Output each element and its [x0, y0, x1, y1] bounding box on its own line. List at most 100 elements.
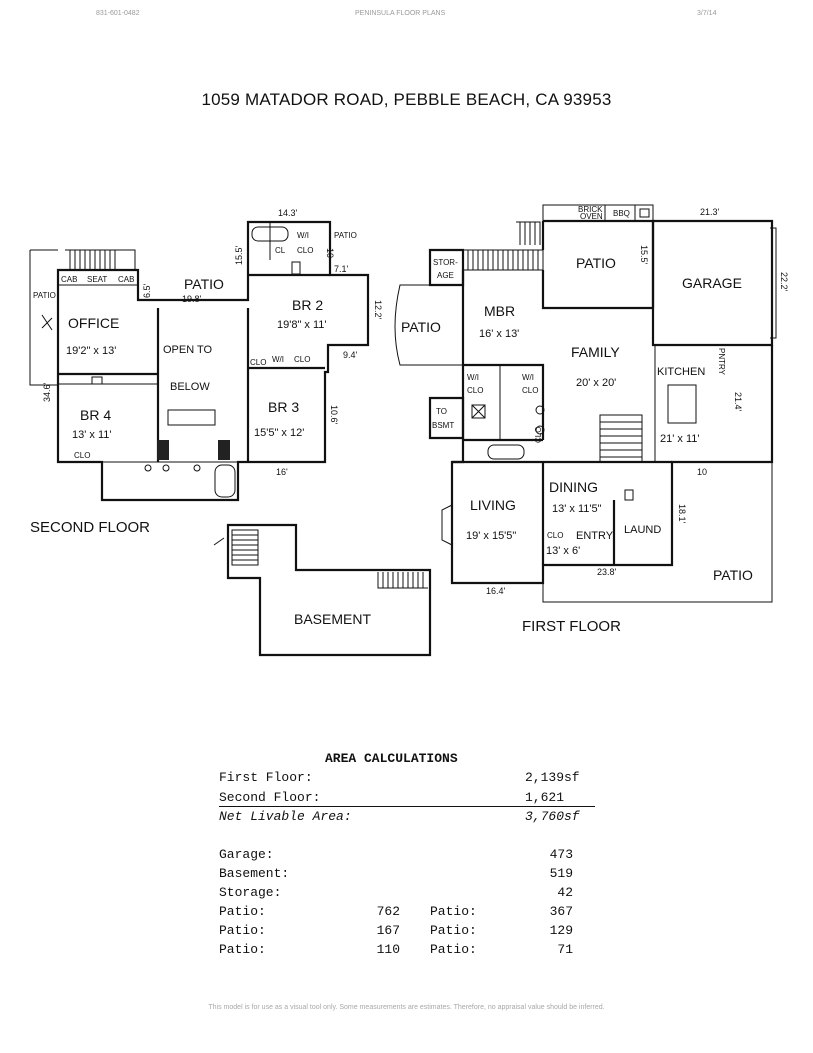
- wi-b-label: W/I: [522, 373, 534, 382]
- area-heading: AREA CALCULATIONS: [325, 751, 458, 766]
- oven-label: OVEN: [580, 212, 603, 221]
- dim-left: 34.6': [42, 382, 52, 402]
- dim-top: 14.3': [278, 208, 298, 218]
- br3-size: 15'5" x 12': [254, 427, 304, 439]
- first-floor-plan: [394, 204, 777, 603]
- mbr-size: 16' x 13': [479, 328, 519, 340]
- bbq-label: BBQ: [613, 209, 630, 218]
- first-floor-label: FIRST FLOOR: [522, 618, 621, 635]
- patio-area-label: Patio:: [219, 904, 266, 919]
- patio-area-label-2: Patio:: [430, 904, 477, 919]
- patio-area-value: 110: [376, 942, 400, 957]
- br2-label: BR 2: [292, 297, 323, 313]
- br4-label: BR 4: [80, 407, 111, 423]
- net-area-label: Net Livable Area:: [219, 809, 352, 824]
- dim-patio-width: 19.8': [182, 294, 202, 304]
- brick-label: BRICK: [578, 205, 603, 214]
- second-patio-side-label: PATIO: [33, 291, 56, 300]
- clo-a-label: CLO: [467, 386, 483, 395]
- basement-area-label: Basement:: [219, 866, 290, 881]
- hall-wi-label: W/I: [272, 355, 284, 364]
- dim-15-5-first: 15.5': [639, 245, 649, 265]
- to-label: TO: [436, 407, 447, 416]
- hall-clo-label: CLO: [250, 358, 266, 367]
- patio-area-value: 762: [376, 904, 400, 919]
- second-floor-area-value: 1,621: [525, 790, 565, 805]
- dining-label: DINING: [549, 479, 598, 495]
- dim-10: 10: [325, 248, 335, 258]
- patio-area-label: Patio:: [219, 923, 266, 938]
- office-label: OFFICE: [68, 315, 119, 331]
- header-date: 3/7/14: [697, 10, 717, 17]
- patio-area-label-2: Patio:: [430, 942, 477, 957]
- first-floor-area-value: 2,139sf: [525, 770, 580, 785]
- br3-label: BR 3: [268, 399, 299, 415]
- area-divider: [219, 806, 595, 807]
- patio-area-value-2: 129: [549, 923, 573, 938]
- basement-area-value: 519: [549, 866, 573, 881]
- dim-br3-height: 10.6': [329, 405, 339, 425]
- dim-10-first: 10: [697, 467, 707, 477]
- dining-size: 13' x 11'5": [552, 503, 602, 515]
- dim-21-3: 21.3': [700, 207, 720, 217]
- laund-label: LAUND: [624, 524, 661, 536]
- dim-18-1: 18.1': [677, 504, 687, 524]
- dim-23-8: 23.8': [597, 567, 617, 577]
- patio-area-label-2: Patio:: [430, 923, 477, 938]
- pantry-label: PN­TRY: [717, 348, 726, 376]
- dim-6-5: 6.5': [142, 283, 152, 298]
- first-floor-area-label: First Floor:: [219, 770, 313, 785]
- dim-22-2: 22.2': [779, 272, 789, 292]
- dim-right: 12.2': [373, 300, 383, 320]
- mbr-label: MBR: [484, 303, 515, 319]
- family-label: FAMILY: [571, 344, 620, 360]
- clo-bath-label: CLO: [534, 427, 543, 443]
- clo-b-label: CLO: [522, 386, 538, 395]
- page-title: 1059 MATADOR ROAD, PEBBLE BEACH, CA 9395…: [201, 90, 612, 109]
- br2-cl-label: CL: [275, 246, 286, 255]
- dim-21-4: 21.4': [733, 392, 743, 412]
- below-label: BELOW: [170, 381, 210, 393]
- br4-size: 13' x 11': [72, 429, 111, 441]
- hall-clo-label-2: CLO: [294, 355, 310, 364]
- patio-area-value: 167: [376, 923, 400, 938]
- patio-area-label: Patio:: [219, 942, 266, 957]
- storage-label-2: AGE: [437, 271, 454, 280]
- dim-15-5: 15.5': [234, 245, 244, 265]
- kitchen-label: KITCHEN: [657, 366, 705, 378]
- dim-9-4: 9.4': [343, 350, 358, 360]
- family-size: 20' x 20': [576, 377, 616, 389]
- br4-clo-label: CLO: [74, 451, 90, 460]
- first-patio-top-label: PATIO: [576, 255, 616, 271]
- entry-clo-label: CLO: [547, 531, 563, 540]
- disclaimer-footer: This model is for use as a visual tool o…: [208, 1004, 605, 1011]
- header-doc-name: PENINSULA FLOOR PLANS: [355, 10, 446, 17]
- basement-label: BASEMENT: [294, 611, 371, 627]
- open-to-label: OPEN TO: [163, 344, 213, 356]
- wi-a-label: W/I: [467, 373, 479, 382]
- second-patio-label: PATIO: [184, 276, 224, 292]
- floor-plan-drawing: PATIO CAB SEAT CAB OFFICE 19'2" x 13' BR…: [29, 204, 789, 657]
- living-size: 19' x 15'5": [466, 530, 516, 542]
- entry-size: 13' x 6': [546, 545, 580, 557]
- first-patio-left-label: PATIO: [401, 319, 441, 335]
- second-floor-label: SECOND FLOOR: [30, 519, 151, 536]
- storage-area-value: 42: [557, 885, 573, 900]
- garage-area-value: 473: [549, 847, 573, 862]
- garage-area-label: Garage:: [219, 847, 274, 862]
- patio-area-value-2: 367: [549, 904, 573, 919]
- cab-label-right: CAB: [118, 275, 134, 284]
- storage-area-label: Storage:: [219, 885, 282, 900]
- basement-plan: [213, 523, 432, 657]
- garage-label: GARAGE: [682, 275, 742, 291]
- br2-wi-label: W/I: [297, 231, 309, 240]
- storage-label-1: STOR-: [433, 258, 458, 267]
- bsmt-label: BSMT: [432, 421, 454, 430]
- br2-size: 19'8" x 11': [277, 319, 327, 331]
- first-patio-right-label: PATIO: [713, 567, 753, 583]
- net-area-value: 3,760sf: [525, 809, 580, 824]
- seat-label: SEAT: [87, 275, 107, 284]
- dim-7-1: 7.1': [334, 264, 349, 274]
- br2-clo-label: CLO: [297, 246, 313, 255]
- entry-label: ENTRY: [576, 530, 614, 542]
